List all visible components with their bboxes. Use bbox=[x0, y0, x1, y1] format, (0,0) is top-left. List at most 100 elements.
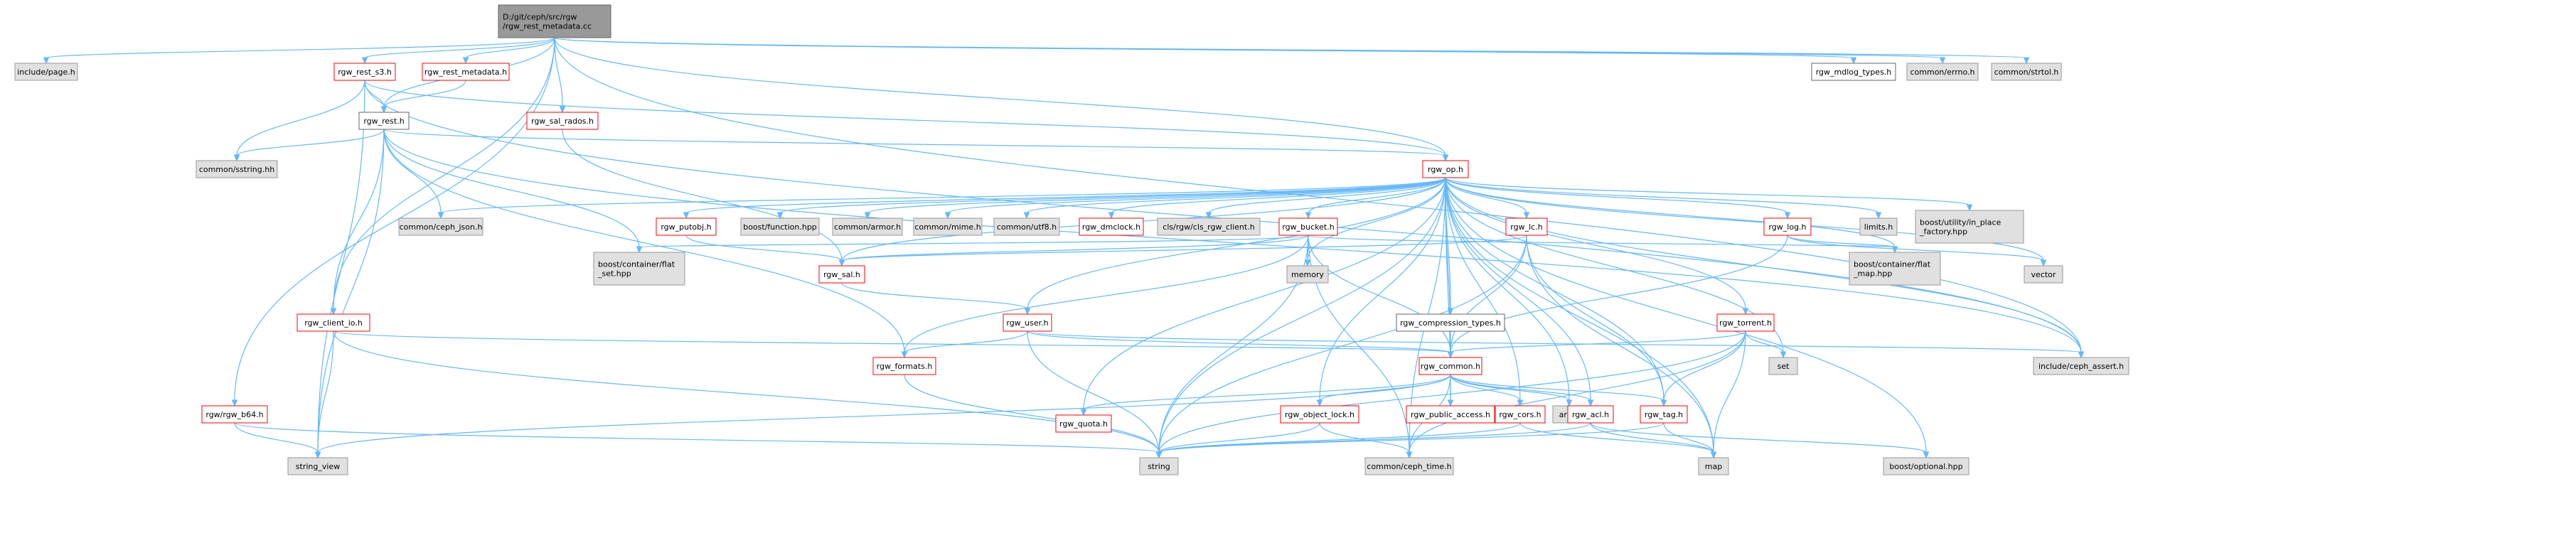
node-rgw-public-access[interactable]: rgw_public_access.h bbox=[1406, 405, 1495, 424]
node-box bbox=[333, 63, 396, 81]
edge-rgw_common-to-rgw_quota bbox=[1080, 374, 1451, 416]
node-rgw-client-io[interactable]: rgw_client_io.h bbox=[296, 313, 370, 332]
node-label: boost/function.hpp bbox=[743, 222, 817, 232]
node-box bbox=[1567, 405, 1614, 424]
node-label: rgw_putobj.h bbox=[661, 222, 711, 232]
node-box bbox=[287, 457, 348, 475]
node-map: map bbox=[1698, 457, 1729, 475]
edge-rgw_user-to-include_ceph_assert bbox=[1027, 330, 2085, 359]
node-rgw-user[interactable]: rgw_user.h bbox=[1003, 313, 1052, 332]
node-root[interactable]: D:/git/ceph/src/rgw/rgw_rest_metadata.cc bbox=[498, 4, 611, 38]
node-box bbox=[1495, 405, 1546, 424]
node-rgw-common[interactable]: rgw_common.h bbox=[1418, 357, 1482, 375]
edge-rgw_op-to-common_utf8 bbox=[1023, 177, 1446, 220]
node-box bbox=[832, 217, 903, 236]
node-label: rgw_rest.h bbox=[363, 117, 404, 126]
edge-rgw_op-to-boost_function bbox=[776, 177, 1446, 220]
node-box bbox=[1768, 357, 1798, 375]
node-label: include/page.h bbox=[17, 68, 75, 77]
nodes-layer: D:/git/ceph/src/rgw/rgw_rest_metadata.cc… bbox=[14, 4, 2129, 475]
node-label: rgw_acl.h bbox=[1572, 410, 1609, 419]
node-box bbox=[1422, 160, 1469, 178]
node-label: cls/rgw/cls_rgw_client.h bbox=[1163, 222, 1254, 232]
edge-rgw_common-to-rgw_cors bbox=[1450, 374, 1524, 407]
node-label: rgw_rest_metadata.h bbox=[424, 68, 507, 77]
node-rgw-sal-rados[interactable]: rgw_sal_rados.h bbox=[526, 112, 599, 130]
edge-rgw_op-to-rgw_lc bbox=[1445, 177, 1530, 220]
node-box bbox=[1003, 313, 1052, 332]
node-rgw-lc[interactable]: rgw_lc.h bbox=[1505, 217, 1548, 236]
node-label: common/errno.h bbox=[1910, 68, 1974, 77]
node-label: rgw_common.h bbox=[1421, 362, 1480, 371]
edge-rgw_acl-to-string bbox=[1155, 422, 1591, 459]
node-box bbox=[818, 265, 865, 284]
node-box bbox=[1505, 217, 1548, 236]
node-rgw-object-lock[interactable]: rgw_object_lock.h bbox=[1280, 405, 1359, 424]
edge-rgw_acl-to-boost_optional bbox=[1590, 422, 1930, 459]
edge-rgw_rest-to-rgw_op bbox=[383, 129, 1449, 162]
node-box bbox=[872, 357, 936, 375]
node-rgw-op[interactable]: rgw_op.h bbox=[1422, 160, 1469, 178]
edge-rgw_rest-to-common_sstring bbox=[233, 129, 385, 162]
edge-root-to-rgw_rest_s3 bbox=[361, 37, 555, 65]
node-box bbox=[593, 252, 685, 286]
node-box bbox=[1763, 217, 1812, 236]
node-limits: limits.h bbox=[1859, 217, 1898, 236]
node-rgw-mdlog-types[interactable]: rgw_mdlog_types.h bbox=[1811, 63, 1896, 81]
node-rgw-tag[interactable]: rgw_tag.h bbox=[1640, 405, 1688, 424]
node-label: common/ceph_json.h bbox=[400, 222, 483, 232]
node-common-strtol: common/strtol.h bbox=[1991, 63, 2062, 81]
node-common-errno: common/errno.h bbox=[1906, 63, 1979, 81]
node-label: map bbox=[1705, 462, 1722, 471]
node-label: _map.hpp bbox=[1853, 269, 1892, 279]
node-memory: memory bbox=[1286, 265, 1329, 284]
node-box bbox=[1055, 414, 1112, 433]
node-label: common/utf8.h bbox=[997, 222, 1057, 232]
edge-root-to-common_strtol bbox=[554, 37, 2030, 65]
node-label: rgw_object_lock.h bbox=[1285, 410, 1354, 419]
node-box bbox=[358, 112, 410, 130]
node-rgw-acl[interactable]: rgw_acl.h bbox=[1567, 405, 1614, 424]
edge-rgw_torrent-to-rgw_tag bbox=[1660, 330, 1746, 407]
node-rgw-rest-s3[interactable]: rgw_rest_s3.h bbox=[333, 63, 396, 81]
node-rgw-rest-metadata-h[interactable]: rgw_rest_metadata.h bbox=[422, 63, 510, 81]
edge-rgw_op-to-common_armor bbox=[864, 177, 1446, 220]
node-box bbox=[526, 112, 599, 130]
node-rgw-compression-types[interactable]: rgw_compression_types.h bbox=[1396, 313, 1505, 332]
edge-rgw_cors-to-string bbox=[1155, 422, 1521, 459]
node-rgw-putobj[interactable]: rgw_putobj.h bbox=[656, 217, 717, 236]
node-rgw-bucket[interactable]: rgw_bucket.h bbox=[1278, 217, 1338, 236]
node-label: limits.h bbox=[1864, 222, 1893, 232]
node-label: string bbox=[1148, 462, 1170, 471]
node-rgw-sal[interactable]: rgw_sal.h bbox=[818, 265, 865, 284]
node-label: rgw_user.h bbox=[1006, 318, 1048, 328]
edge-rgw_cors-to-map bbox=[1519, 422, 1717, 459]
node-rgw-torrent[interactable]: rgw_torrent.h bbox=[1716, 313, 1775, 332]
edge-root-to-rgw_sal_rados bbox=[554, 37, 566, 114]
edge-rgw_user-to-rgw_formats bbox=[901, 330, 1028, 359]
edge-rgw_common-to-rgw_tag bbox=[1450, 374, 1667, 407]
node-string: string bbox=[1139, 457, 1179, 475]
node-box bbox=[1364, 457, 1454, 475]
edge-rgw_common-to-array bbox=[1450, 374, 1573, 407]
edge-root-to-rgw_op bbox=[554, 37, 1449, 162]
edge-root-to-include_page bbox=[43, 37, 555, 65]
node-rgw-formats[interactable]: rgw_formats.h bbox=[872, 357, 936, 375]
node-include-ceph-assert: include/ceph_assert.h bbox=[2033, 357, 2129, 375]
node-rgw-rgw-b64[interactable]: rgw/rgw_b64.h bbox=[201, 405, 268, 424]
node-rgw-log[interactable]: rgw_log.h bbox=[1763, 217, 1812, 236]
edge-rgw_op-to-common_ceph_json bbox=[437, 177, 1446, 220]
node-box bbox=[296, 313, 370, 332]
node-box bbox=[422, 63, 510, 81]
node-rgw-quota[interactable]: rgw_quota.h bbox=[1055, 414, 1112, 433]
node-rgw-dmclock[interactable]: rgw_dmclock.h bbox=[1079, 217, 1144, 236]
node-rgw-rest[interactable]: rgw_rest.h bbox=[358, 112, 410, 130]
edge-rgw_rest_s3-to-common_sstring bbox=[233, 80, 365, 162]
node-label: boost/container/flat bbox=[598, 260, 675, 269]
node-box bbox=[2024, 265, 2063, 284]
node-rgw-cors[interactable]: rgw_cors.h bbox=[1495, 405, 1546, 424]
node-label: rgw_log.h bbox=[1768, 222, 1806, 232]
node-box bbox=[1991, 63, 2062, 81]
node-label: rgw_sal.h bbox=[823, 270, 860, 279]
